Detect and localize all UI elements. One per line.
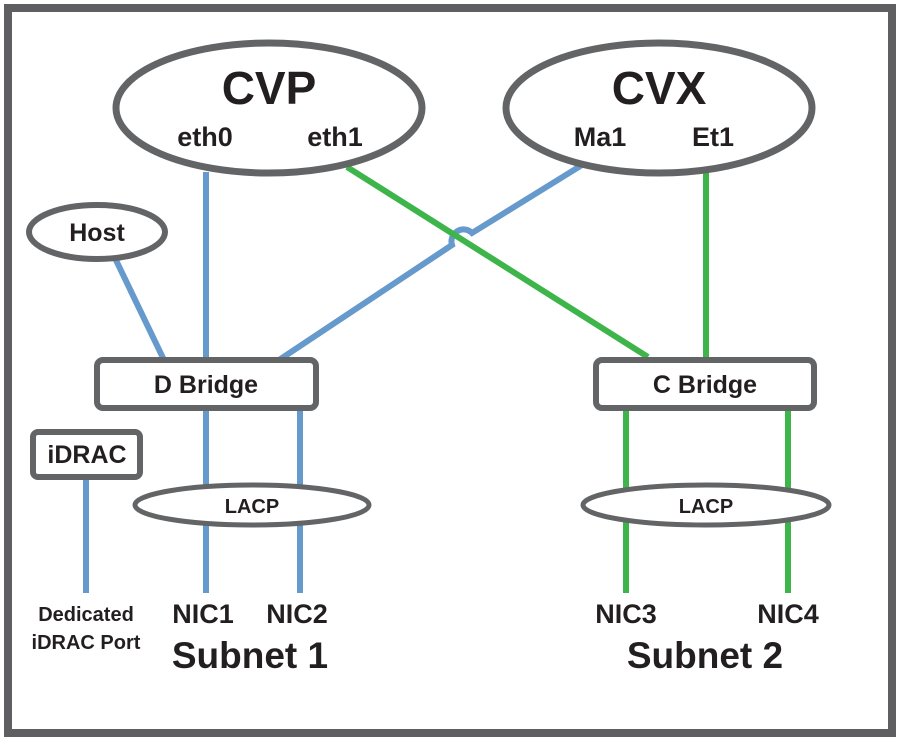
nic3-label: NIC3 bbox=[595, 599, 657, 629]
subnet2-label: Subnet 2 bbox=[627, 635, 783, 676]
cvx-node: CVX Ma1 Et1 bbox=[502, 39, 816, 177]
lacp-left-label: LACP bbox=[225, 496, 279, 518]
subnet1-label: Subnet 1 bbox=[172, 635, 328, 676]
d-bridge-node: D Bridge bbox=[94, 357, 319, 411]
dedicated-idrac-port-line1: Dedicated bbox=[38, 604, 134, 626]
cvp-node: CVP eth0 eth1 bbox=[112, 39, 426, 177]
c-bridge-label: C Bridge bbox=[653, 371, 757, 399]
cvx-title: CVX bbox=[612, 62, 707, 114]
idrac-label: iDRAC bbox=[47, 441, 126, 469]
idrac-node: iDRAC bbox=[30, 429, 143, 480]
nic2-label: NIC2 bbox=[266, 599, 328, 629]
lacp-left-node: LACP bbox=[132, 482, 372, 528]
link-cvp-eth1-to-c-bridge bbox=[345, 164, 650, 360]
cvx-port-ma1: Ma1 bbox=[574, 122, 627, 152]
link-host-to-d-bridge bbox=[111, 254, 167, 362]
lacp-right-node: LACP bbox=[580, 482, 832, 528]
cvp-port-eth0: eth0 bbox=[177, 122, 233, 152]
host-label: Host bbox=[69, 219, 125, 247]
cvx-port-et1: Et1 bbox=[692, 122, 734, 152]
c-bridge-node: C Bridge bbox=[593, 357, 817, 411]
link-cvx-ma1-to-d-bridge bbox=[277, 162, 584, 363]
d-bridge-label: D Bridge bbox=[154, 371, 258, 399]
lacp-right-label: LACP bbox=[679, 496, 733, 518]
host-node: Host bbox=[26, 202, 168, 262]
cvp-port-eth1: eth1 bbox=[307, 122, 363, 152]
cvp-title: CVP bbox=[222, 62, 317, 114]
nic1-label: NIC1 bbox=[172, 599, 234, 629]
nic4-label: NIC4 bbox=[757, 599, 819, 629]
dedicated-idrac-port-line2: iDRAC Port bbox=[32, 632, 141, 654]
